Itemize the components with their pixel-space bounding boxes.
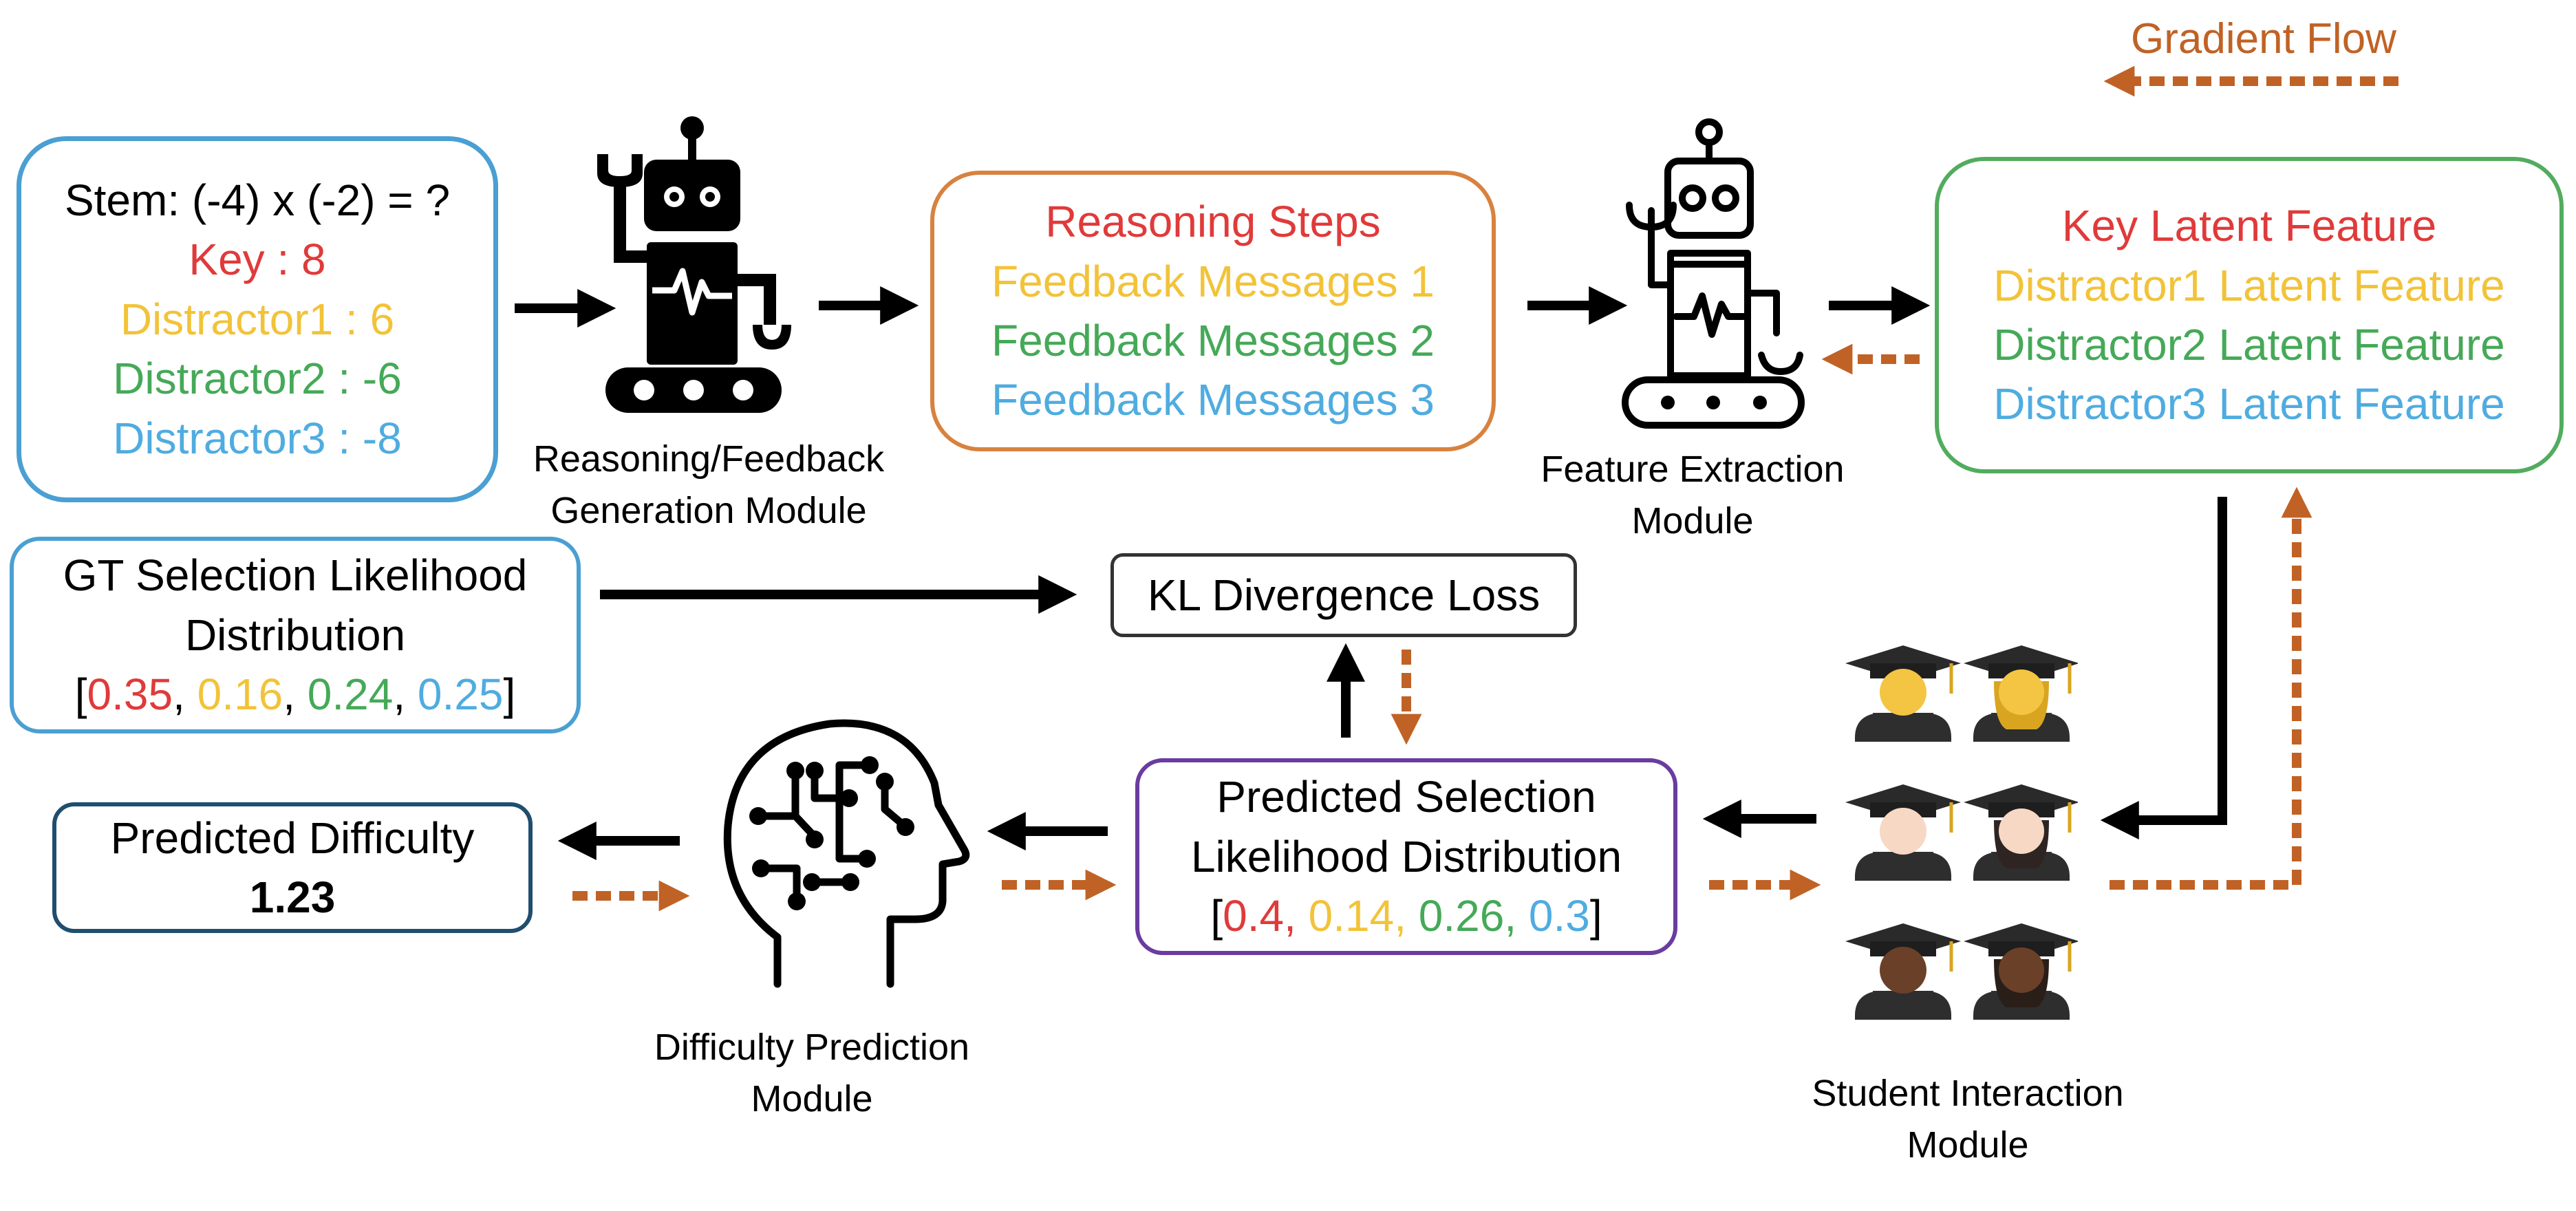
gt-values: [0.35, 0.16, 0.24, 0.25]: [74, 669, 516, 720]
gt-value-d2: 0.24: [307, 669, 394, 720]
feedback-messages-2: Feedback Messages 2: [991, 316, 1435, 365]
pred-value-d1: 0.14,: [1308, 891, 1406, 941]
gradient-flow-legend: Gradient Flow: [2119, 10, 2408, 69]
student-module-label: Student Interaction Module: [1761, 1068, 2174, 1170]
predicted-difficulty-label: Predicted Difficulty: [110, 813, 475, 863]
student-graduate-icon: [1964, 784, 2078, 881]
reasoning-module-line2: Generation Module: [550, 489, 867, 531]
kl-divergence-box: KL Divergence Loss: [1110, 553, 1577, 637]
question-box: Stem: (-4) x (-2) = ? Key : 8 Distractor…: [17, 136, 498, 502]
kl-divergence-label: KL Divergence Loss: [1147, 570, 1541, 620]
difficulty-module-line2: Module: [751, 1078, 873, 1119]
student-module-line1: Student Interaction: [1812, 1073, 2124, 1114]
key-latent-feature: Key Latent Feature: [2061, 201, 2437, 251]
robot-icon: [597, 116, 791, 413]
student-graduate-icon: [1964, 645, 2078, 742]
question-distractor1: Distractor1 : 6: [120, 294, 395, 344]
arrow-latent-to-students: [2100, 497, 2227, 839]
distractor3-latent-feature: Distractor3 Latent Feature: [1993, 379, 2505, 429]
robot-outline-icon: [1622, 118, 1805, 429]
gradient-flow-label: Gradient Flow: [2131, 15, 2396, 63]
feature-module-line2: Module: [1631, 500, 1754, 542]
reasoning-module-label: Reasoning/Feedback Generation Module: [502, 433, 915, 536]
reasoning-steps-label: Reasoning Steps: [1045, 197, 1381, 247]
student-graduate-icon: [1845, 645, 1961, 742]
gt-value-d1: 0.16: [197, 669, 283, 720]
predicted-values: [0.4, 0.14, 0.26, 0.3]: [1210, 891, 1602, 941]
feature-module-label: Feature Extraction Module: [1486, 444, 1899, 546]
question-stem: Stem: (-4) x (-2) = ?: [64, 175, 451, 226]
question-key: Key : 8: [189, 235, 326, 285]
feedback-messages-3: Feedback Messages 3: [991, 375, 1435, 425]
latent-feature-box: Key Latent Feature Distractor1 Latent Fe…: [1935, 157, 2564, 473]
brain-circuit-icon: [723, 719, 970, 988]
gradient-arrow-students-to-latent: [2110, 486, 2312, 890]
predicted-title-line2: Likelihood Distribution: [1190, 831, 1622, 881]
question-distractor2: Distractor2 : -6: [113, 354, 402, 404]
question-distractor3: Distractor3 : -8: [113, 413, 402, 463]
predicted-difficulty-value: 1.23: [249, 872, 336, 922]
gt-distribution-box: GT Selection Likelihood Distribution [0.…: [10, 537, 581, 733]
gt-value-d3: 0.25: [417, 669, 504, 720]
distractor1-latent-feature: Distractor1 Latent Feature: [1993, 260, 2505, 310]
distractor2-latent-feature: Distractor2 Latent Feature: [1993, 320, 2505, 369]
reasoning-module-line1: Reasoning/Feedback: [533, 438, 885, 480]
gt-title-line2: Distribution: [184, 610, 406, 660]
pred-value-key: 0.4,: [1223, 891, 1296, 941]
student-module-line2: Module: [1907, 1124, 2029, 1166]
student-graduate-icon: [1964, 923, 2078, 1020]
difficulty-module-label: Difficulty Prediction Module: [605, 1022, 1018, 1124]
gt-title-line1: GT Selection Likelihood: [63, 550, 528, 601]
feedback-messages-1: Feedback Messages 1: [991, 256, 1435, 306]
predicted-title-line1: Predicted Selection: [1216, 772, 1596, 822]
difficulty-module-line1: Difficulty Prediction: [654, 1027, 970, 1068]
predicted-difficulty-box: Predicted Difficulty 1.23: [52, 802, 533, 933]
students-grid: [1844, 640, 2078, 1053]
predicted-selection-box: Predicted Selection Likelihood Distribut…: [1135, 758, 1677, 955]
student-graduate-icon: [1845, 923, 1961, 1020]
feature-module-line1: Feature Extraction: [1541, 449, 1845, 490]
pred-value-d3: 0.3: [1528, 891, 1590, 941]
student-graduate-icon: [1845, 784, 1961, 881]
reasoning-feedback-box: Reasoning Steps Feedback Messages 1 Feed…: [930, 171, 1496, 451]
gt-value-key: 0.35: [87, 669, 173, 720]
pred-value-d2: 0.26,: [1418, 891, 1517, 941]
